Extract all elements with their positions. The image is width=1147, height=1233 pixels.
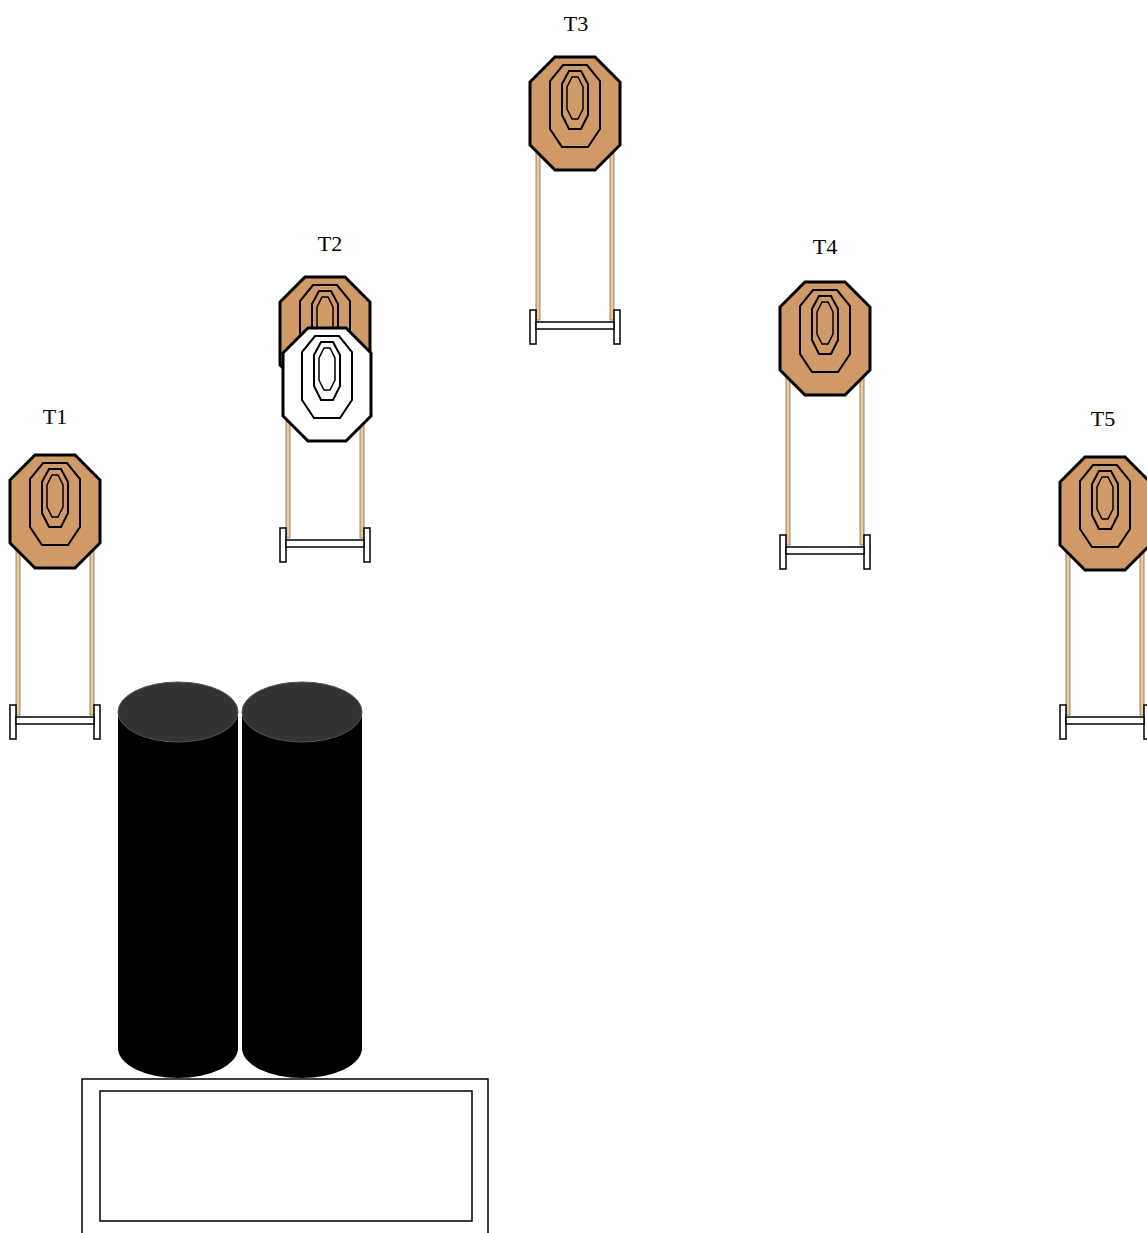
target-label: T3 [564,13,588,35]
paper-target [10,455,100,568]
target-label: T2 [318,233,342,255]
target-label: T5 [1091,408,1115,430]
target-stand [530,57,620,344]
target-stand [10,455,100,739]
paper-target [1060,457,1147,570]
paper-target [530,57,620,170]
paper-target [780,282,870,395]
target-label: T1 [43,406,67,428]
barrels [118,682,362,1078]
target-stand [780,282,870,569]
no-shoot-target [283,328,371,441]
target-label: T4 [813,236,837,258]
shooting-box [82,1079,488,1233]
target-stand [280,277,370,562]
target-stand [1060,457,1147,739]
